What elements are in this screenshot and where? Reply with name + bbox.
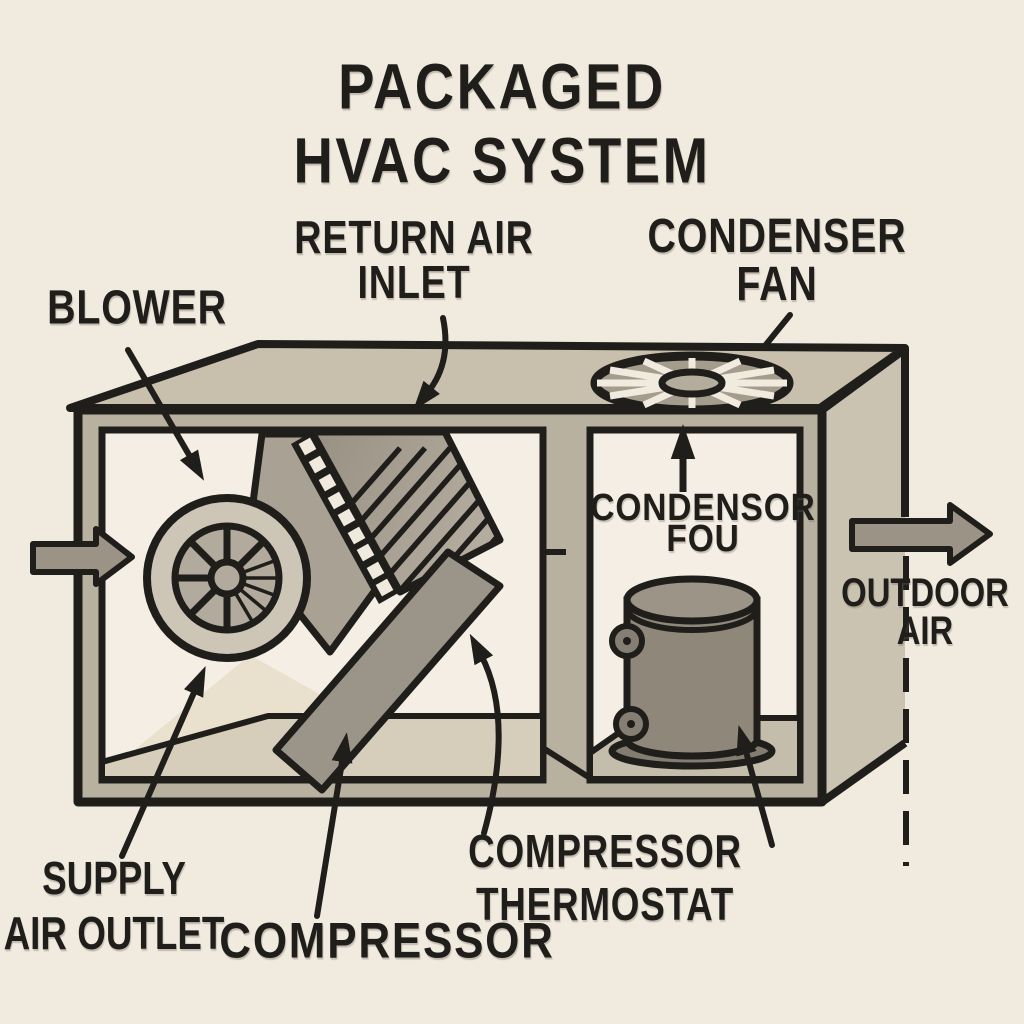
return-air-leader-arrow bbox=[413, 315, 449, 411]
compressor-leader-arrow bbox=[314, 732, 353, 919]
return-air-inlet-label: RETURN AIR INLET bbox=[294, 211, 534, 308]
blower-leader-arrow bbox=[125, 347, 205, 481]
condenser-fan-leader-line bbox=[761, 312, 793, 350]
left-compartment-floor bbox=[99, 655, 546, 782]
blower-label: BLOWER bbox=[47, 281, 227, 335]
condenser-fan-label: CONDENSER FAN bbox=[647, 210, 907, 311]
cabinet-side-face bbox=[819, 345, 909, 806]
divider-base-edge bbox=[541, 745, 592, 781]
outdoor-air-label: OUTDOOR AIR bbox=[841, 571, 1009, 653]
coil-filter-strip bbox=[291, 432, 400, 604]
compressor-label: COMPRESSOR bbox=[219, 912, 555, 969]
supply-air-leader-arrow bbox=[119, 666, 206, 859]
thermostat-leader-arrow bbox=[736, 724, 775, 848]
condenser-interior-label: CONDENSOR FOU bbox=[590, 487, 816, 560]
diagram-title: PACKAGED HVAC SYSTEM bbox=[293, 50, 711, 196]
compressor-panel bbox=[272, 548, 504, 794]
compressor-thermostat-label: COMPRESSOR THERMOSTAT bbox=[468, 825, 742, 930]
condenser-fan-icon bbox=[590, 351, 794, 415]
inlet-air-arrow bbox=[30, 526, 135, 587]
supply-air-outlet-label: SUPPLY AIR OUTLET bbox=[3, 852, 225, 959]
outdoor-air-arrow bbox=[849, 502, 993, 566]
blower-wheel bbox=[143, 494, 311, 662]
compressor-curved-leader-arrow bbox=[469, 633, 502, 836]
compressor-fittings bbox=[609, 623, 649, 742]
compressor-cylinder bbox=[608, 575, 776, 770]
